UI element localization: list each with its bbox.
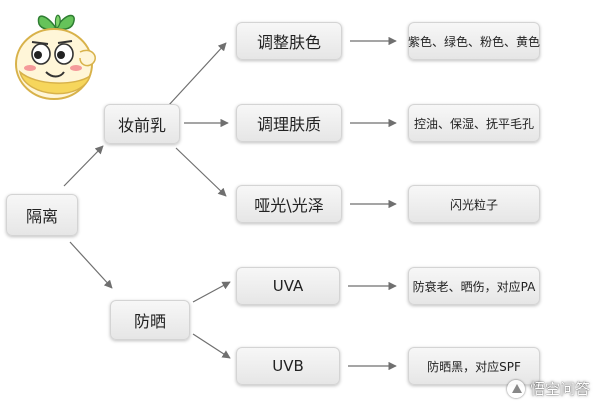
arrow-primer-to-tone xyxy=(167,42,227,107)
node-root-label: 隔离 xyxy=(25,207,58,226)
detail-matte-glow-text: 闪光粒子 xyxy=(449,197,498,212)
node-matte-glow: 哑光\光泽 xyxy=(236,185,342,223)
node-root: 隔离 xyxy=(6,194,78,236)
detail-uva: 防衰老、晒伤，对应PA xyxy=(408,267,540,305)
radish-mascot-icon xyxy=(6,6,106,106)
node-condition-texture: 调理肤质 xyxy=(236,104,342,142)
node-makeup-primer: 妆前乳 xyxy=(104,104,180,144)
wukong-logo-icon xyxy=(506,379,525,398)
node-uvb: UVB xyxy=(236,347,340,385)
node-uva: UVA xyxy=(236,267,340,305)
node-sunscreen: 防晒 xyxy=(110,300,190,340)
detail-uva-text: 防衰老、晒伤，对应PA xyxy=(412,279,536,294)
arrow-root-to-makeup-primer xyxy=(63,145,104,187)
node-adjust-tone-label: 调整肤色 xyxy=(256,33,321,52)
detail-condition-texture: 控油、保湿、抚平毛孔 xyxy=(408,104,540,142)
arrow-sunscreen-to-uvb xyxy=(192,333,231,359)
detail-uvb-text: 防晒黑，对应SPF xyxy=(427,359,521,374)
detail-matte-glow: 闪光粒子 xyxy=(408,185,540,223)
node-uvb-label: UVB xyxy=(272,357,304,375)
arrow-primer-to-finish xyxy=(175,147,227,197)
detail-condition-texture-text: 控油、保湿、抚平毛孔 xyxy=(413,116,534,131)
detail-uvb: 防晒黑，对应SPF xyxy=(408,347,540,385)
node-sunscreen-label: 防晒 xyxy=(133,312,166,331)
arrow-root-to-sunscreen xyxy=(69,241,113,289)
node-matte-glow-label: 哑光\光泽 xyxy=(254,196,324,215)
arrow-sunscreen-to-uva xyxy=(192,281,231,303)
watermark-text: 悟空问答 xyxy=(529,380,590,398)
node-makeup-primer-label: 妆前乳 xyxy=(117,116,166,135)
detail-adjust-tone: 紫色、绿色、粉色、黄色 xyxy=(408,22,540,60)
node-condition-texture-label: 调理肤质 xyxy=(256,115,321,134)
watermark: 悟空问答 xyxy=(506,378,590,399)
node-uva-label: UVA xyxy=(272,277,304,295)
detail-adjust-tone-text: 紫色、绿色、粉色、黄色 xyxy=(408,34,541,49)
node-adjust-tone: 调整肤色 xyxy=(236,22,342,60)
